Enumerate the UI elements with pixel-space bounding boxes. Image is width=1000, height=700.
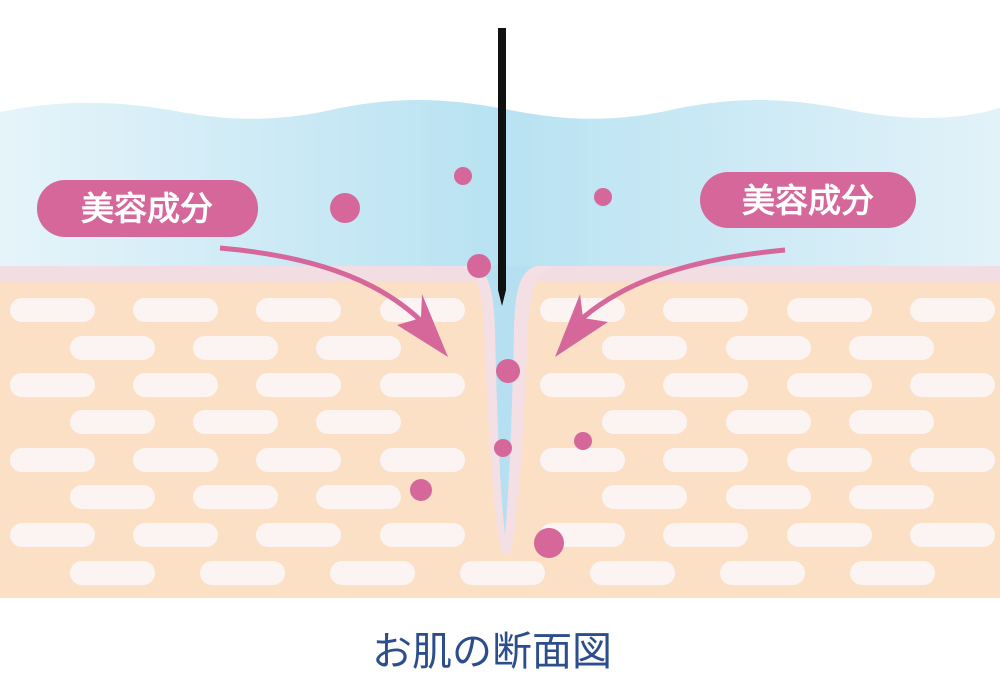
- ingredient-particle: [467, 254, 491, 278]
- skin-cell: [193, 336, 278, 360]
- skin-cell: [663, 298, 748, 322]
- skin-cell: [787, 298, 872, 322]
- skin-cell: [10, 373, 95, 397]
- skin-cell: [70, 410, 155, 434]
- label-right-text: 美容成分: [742, 181, 874, 220]
- skin-cell: [910, 523, 995, 547]
- skin-cell: [850, 561, 935, 585]
- ingredient-particle: [494, 439, 512, 457]
- label-left-text: 美容成分: [81, 189, 213, 228]
- skin-cell: [663, 448, 748, 472]
- skin-cell: [316, 485, 401, 509]
- label-right: 美容成分: [700, 172, 916, 228]
- skin-cell: [200, 561, 285, 585]
- skin-cell: [70, 336, 155, 360]
- skin-cell: [70, 485, 155, 509]
- skin-cell: [726, 485, 811, 509]
- skin-cell: [133, 298, 218, 322]
- label-left: 美容成分: [37, 180, 258, 237]
- skin-cell: [849, 410, 934, 434]
- ingredient-particle: [454, 167, 472, 185]
- skin-cell: [133, 448, 218, 472]
- skin-cell: [193, 485, 278, 509]
- skin-cell: [602, 410, 687, 434]
- skin-cell: [849, 336, 934, 360]
- ingredient-particle: [330, 193, 360, 223]
- skin-cell: [256, 298, 341, 322]
- skin-cell: [720, 561, 805, 585]
- skin-cell: [460, 561, 545, 585]
- skin-cell: [316, 336, 401, 360]
- ingredient-particle: [496, 359, 520, 383]
- skin-cell: [849, 485, 934, 509]
- caption-background: [0, 598, 1000, 700]
- ingredient-particle: [574, 432, 592, 450]
- ingredient-particle: [410, 479, 432, 501]
- needle-channel: [474, 266, 536, 535]
- ingredient-particle: [534, 528, 564, 558]
- skin-cell: [10, 523, 95, 547]
- skin-cell: [726, 336, 811, 360]
- skin-cell: [910, 373, 995, 397]
- skin-cell: [602, 336, 687, 360]
- skin-cell: [316, 410, 401, 434]
- skin-cell: [602, 485, 687, 509]
- skin-cell: [663, 373, 748, 397]
- skin-cell: [380, 523, 465, 547]
- skin-cell: [10, 448, 95, 472]
- skin-cell: [787, 523, 872, 547]
- diagram-caption: お肌の断面図: [372, 629, 612, 675]
- skin-cell: [540, 373, 625, 397]
- skin-cell: [133, 523, 218, 547]
- active-ingredient-particles: [330, 167, 612, 558]
- skin-cell: [540, 448, 625, 472]
- skin-cell: [590, 561, 675, 585]
- skin-cell: [256, 373, 341, 397]
- skin-cell: [910, 298, 995, 322]
- skin-cell: [330, 561, 415, 585]
- skin-cell: [787, 373, 872, 397]
- skin-cell: [380, 448, 465, 472]
- microneedle: [498, 28, 506, 306]
- skin-cell: [256, 448, 341, 472]
- skin-cell: [663, 523, 748, 547]
- left-arrow: [219, 245, 448, 357]
- skin-cell: [910, 448, 995, 472]
- skin-cell: [133, 373, 218, 397]
- skin-cell: [787, 448, 872, 472]
- right-arrow: [555, 247, 786, 357]
- skin-cell: [256, 523, 341, 547]
- ingredient-particle: [594, 188, 612, 206]
- skin-cell: [193, 410, 278, 434]
- skin-cell: [726, 410, 811, 434]
- skin-cell: [70, 561, 155, 585]
- skin-cell: [10, 298, 95, 322]
- skin-cell: [380, 373, 465, 397]
